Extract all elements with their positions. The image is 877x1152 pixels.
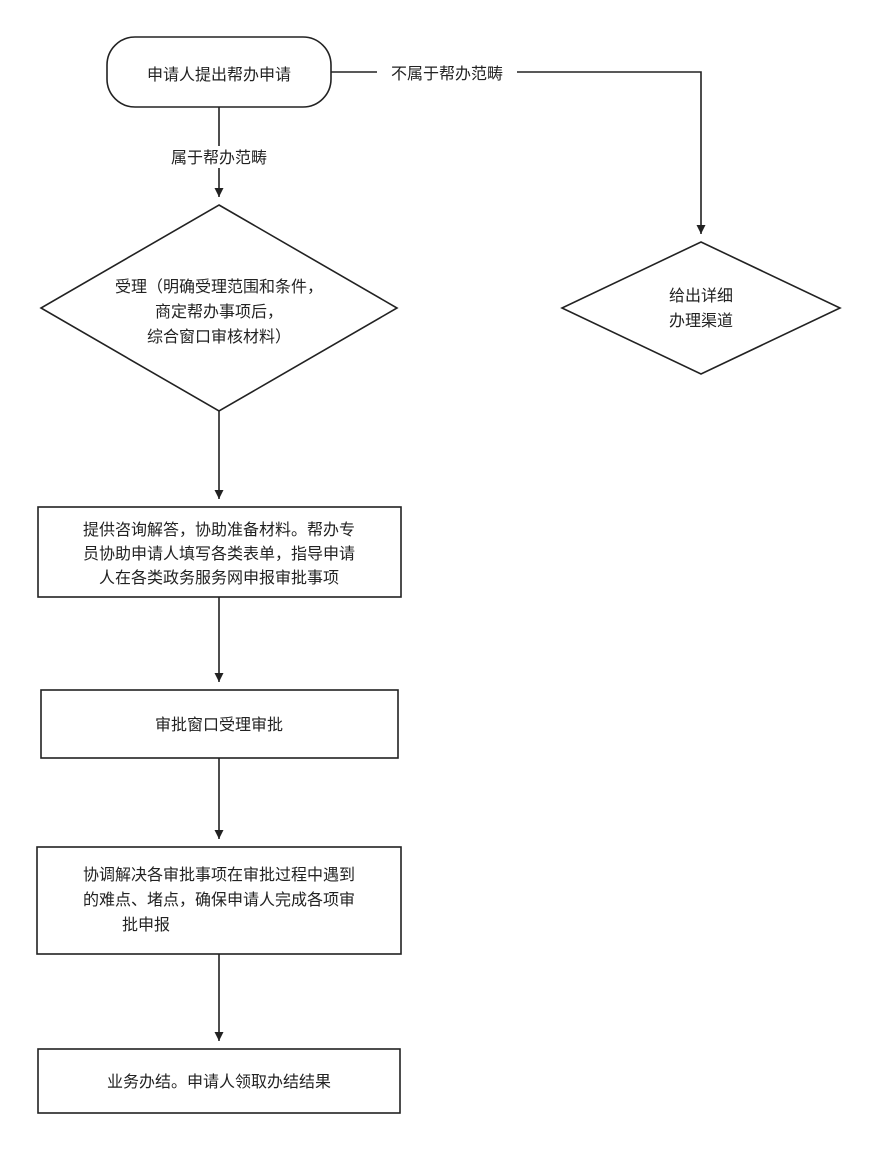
coordinate-node-line-1: 协调解决各审批事项在审批过程中遇到 <box>83 865 355 884</box>
finish-node: 业务办结。申请人领取办结结果 <box>37 1048 401 1114</box>
edge-not-in-scope-label: 不属于帮办范畴 <box>391 64 503 83</box>
accept-node-line-2: 商定帮办事项后， <box>155 302 283 321</box>
accept-node-line-1: 受理（明确受理范围和条件， <box>115 277 323 296</box>
coordinate-node-line-2: 的难点、堵点，确保申请人完成各项审 <box>83 890 355 909</box>
accept-node-line-3: 综合窗口审核材料） <box>147 327 291 346</box>
consult-node-line-3: 人在各类政务服务网申报审批事项 <box>99 568 339 587</box>
edge-in-scope-label: 属于帮办范畴 <box>171 148 267 167</box>
coordinate-node: 协调解决各审批事项在审批过程中遇到 的难点、堵点，确保申请人完成各项审 批申报 <box>36 846 402 955</box>
start-node: 申请人提出帮办申请 <box>106 36 332 108</box>
accept-node: 受理（明确受理范围和条件， 商定帮办事项后， 综合窗口审核材料） <box>39 204 399 412</box>
consult-node-line-1: 提供咨询解答，协助准备材料。帮办专 <box>83 520 355 539</box>
channel-node: 给出详细 办理渠道 <box>560 241 842 375</box>
channel-node-line-1: 给出详细 <box>669 286 733 305</box>
start-node-label: 申请人提出帮办申请 <box>147 65 291 84</box>
approval-node-label: 审批窗口受理审批 <box>155 715 283 734</box>
edge-in-scope: 属于帮办范畴 <box>155 107 283 197</box>
coordinate-node-line-3: 批申报 <box>122 915 170 934</box>
edge-not-in-scope: 不属于帮办范畴 <box>331 62 706 234</box>
channel-node-line-2: 办理渠道 <box>669 311 733 330</box>
approval-node: 审批窗口受理审批 <box>40 689 399 759</box>
consult-node-line-2: 员协助申请人填写各类表单，指导申请 <box>83 544 355 563</box>
consult-node: 提供咨询解答，协助准备材料。帮办专 员协助申请人填写各类表单，指导申请 人在各类… <box>37 506 402 598</box>
finish-node-label: 业务办结。申请人领取办结结果 <box>107 1072 331 1091</box>
